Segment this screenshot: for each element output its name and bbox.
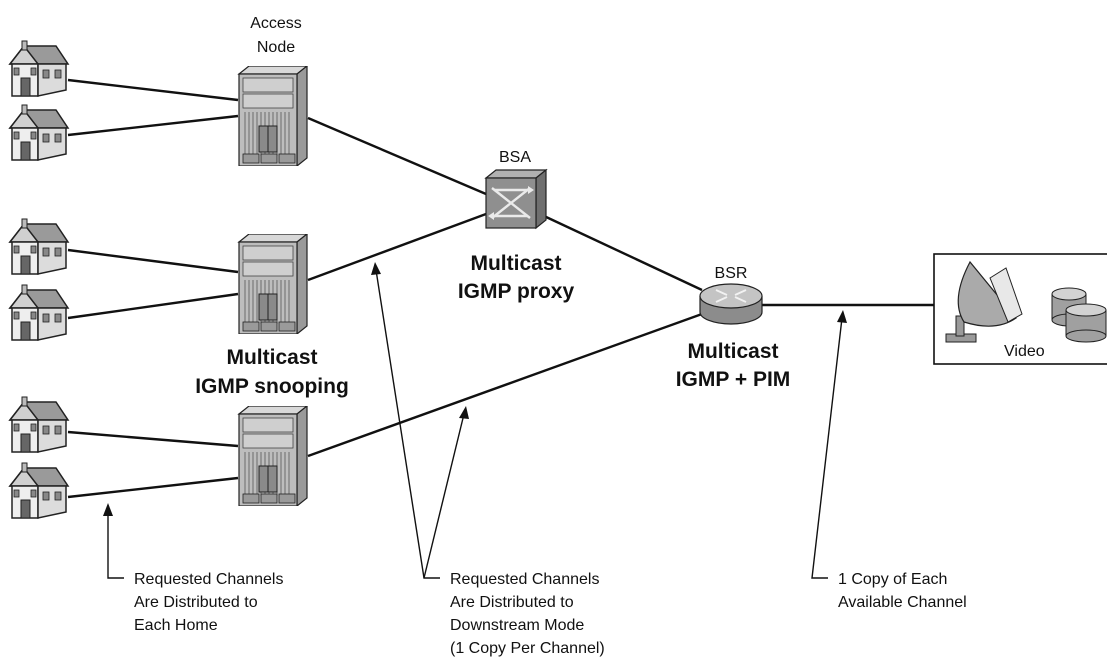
bsr-role-line2: IGMP + PIM xyxy=(676,368,791,391)
access-node-label-line2: Node xyxy=(257,39,295,56)
house-icon xyxy=(9,284,69,341)
link-bsa-bsr xyxy=(543,214,703,292)
access-node-label-line1: Access xyxy=(250,15,302,32)
access-node-icon xyxy=(238,234,308,334)
downstream-note-line3: Downstream Mode xyxy=(450,617,584,634)
link-home2-an1 xyxy=(67,114,239,137)
link-an3-bsr xyxy=(307,312,703,458)
house-icon xyxy=(9,218,69,275)
link-home4-an2 xyxy=(67,292,239,320)
access-role-line2: IGMP snooping xyxy=(195,375,349,398)
access-role-line1: Multicast xyxy=(226,346,317,369)
homes-note-line1: Requested Channels xyxy=(134,571,283,588)
link-an2-bsa xyxy=(307,212,487,282)
downstream-note-line1: Requested Channels xyxy=(450,571,599,588)
video-label: Video xyxy=(1004,343,1045,360)
house-icon xyxy=(9,104,69,161)
house-icon xyxy=(9,462,69,519)
bsr-role-line1: Multicast xyxy=(687,340,778,363)
downstream-note-line4: (1 Copy Per Channel) xyxy=(450,640,605,657)
downstream-note-line2: Are Distributed to xyxy=(450,594,574,611)
source-note-line1: 1 Copy of Each xyxy=(838,571,947,588)
house-icon xyxy=(9,396,69,453)
source-note-line2: Available Channel xyxy=(838,594,967,611)
link-home6-an3 xyxy=(67,476,239,499)
link-home5-an3 xyxy=(67,430,239,448)
link-lines xyxy=(67,78,936,499)
homes-note-line3: Each Home xyxy=(134,617,218,634)
bsr-label: BSR xyxy=(715,265,748,282)
satellite-dish-icon xyxy=(945,260,1023,343)
access-node-icon xyxy=(238,406,308,506)
switch-icon xyxy=(484,168,548,230)
bsa-label: BSA xyxy=(499,149,531,166)
bsa-role-line1: Multicast xyxy=(470,252,561,275)
link-an1-bsa xyxy=(307,116,487,196)
link-home1-an1 xyxy=(67,78,239,102)
bsa-role-line2: IGMP proxy xyxy=(458,280,575,303)
callout-lines xyxy=(107,269,843,579)
link-home3-an2 xyxy=(67,248,239,274)
access-node-icon xyxy=(238,66,308,166)
house-icon xyxy=(9,40,69,97)
router-icon xyxy=(699,283,763,325)
storage-cylinders-icon xyxy=(1051,287,1107,343)
homes-note-line2: Are Distributed to xyxy=(134,594,258,611)
video-source-box: Video xyxy=(933,253,1107,365)
arrowheads xyxy=(103,262,847,516)
